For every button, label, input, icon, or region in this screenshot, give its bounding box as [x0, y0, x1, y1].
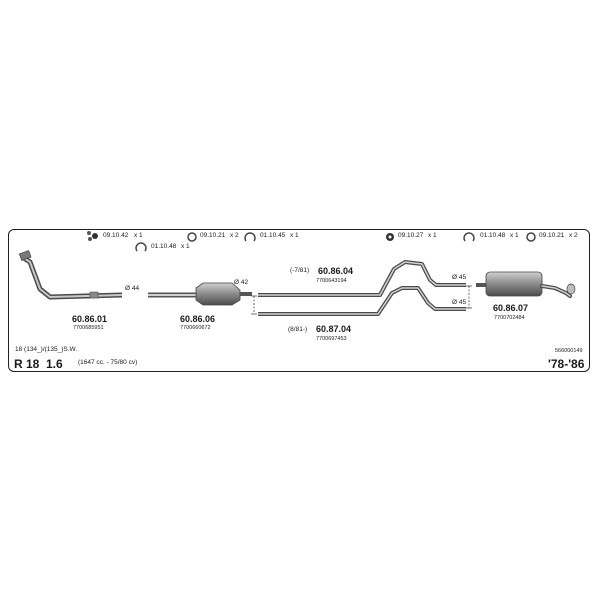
hardware-qty: x 1	[510, 232, 519, 239]
rubber-hanger-icon	[87, 231, 98, 241]
hardware-qty: x 1	[134, 232, 143, 239]
production-years: '78-'86	[548, 357, 585, 371]
catalog-code: 566000149	[555, 348, 583, 354]
part-number: 60.86.06	[180, 314, 216, 324]
oe-number: 7700697453	[316, 336, 347, 342]
oe-number: 7700660672	[180, 325, 211, 331]
oe-number: 7700702484	[494, 315, 525, 321]
pipe-diameter: Ø 42	[234, 279, 249, 286]
production-period: (8/81-)	[288, 326, 308, 333]
vehicle-spec: (1647 cc. - 75/80 cv)	[78, 359, 138, 366]
part-number: 60.86.07	[493, 303, 529, 313]
hardware-code: 01.10.48	[151, 243, 177, 250]
vehicle-engine: 1.6	[46, 357, 63, 371]
diagram-frame	[8, 229, 590, 372]
middle-silencer-part	[148, 282, 252, 306]
rubber-mount-icon	[386, 233, 394, 241]
pipe-diameter: Ø 44	[125, 285, 140, 292]
hardware-code: 09.10.42	[103, 232, 129, 239]
hardware-qty: x 2	[230, 232, 239, 239]
hardware-code: 01.10.45	[260, 232, 286, 239]
rear-silencer-part	[476, 271, 576, 298]
clamp-icon	[463, 232, 475, 242]
hardware-code: 09.10.21	[200, 232, 226, 239]
part-number: 60.86.01	[72, 314, 108, 324]
tail-pipe-a-part	[258, 260, 466, 297]
hardware-qty: x 1	[181, 243, 190, 250]
oe-number: 7700643194	[316, 278, 347, 284]
ring-hanger-icon	[526, 232, 536, 242]
part-number: 60.87.04	[316, 324, 352, 334]
hardware-qty: x 2	[569, 232, 578, 239]
part-number: 60.86.04	[318, 266, 354, 276]
tail-pipe-b-part	[258, 286, 466, 316]
clamp-icon	[135, 242, 147, 252]
alternative-bracket	[251, 285, 472, 315]
clamp-icon	[244, 232, 256, 242]
pipe-diameter: Ø 45	[452, 274, 467, 281]
hardware-code: 01.10.48	[480, 232, 506, 239]
ring-hanger-icon	[187, 232, 197, 242]
production-period: (-7/81)	[290, 267, 310, 274]
pipe-diameter: Ø 45	[452, 299, 467, 306]
hardware-code: 09.10.27	[398, 232, 424, 239]
vehicle-variants: 18 (134_)/(135_)S.W.	[15, 346, 78, 353]
hardware-code: 09.10.21	[539, 232, 565, 239]
vehicle-model: R 18	[14, 357, 40, 371]
hardware-qty: x 1	[428, 232, 437, 239]
hardware-qty: x 1	[290, 232, 299, 239]
front-pipe-part	[18, 250, 123, 300]
oe-number: 7700685951	[73, 325, 104, 331]
